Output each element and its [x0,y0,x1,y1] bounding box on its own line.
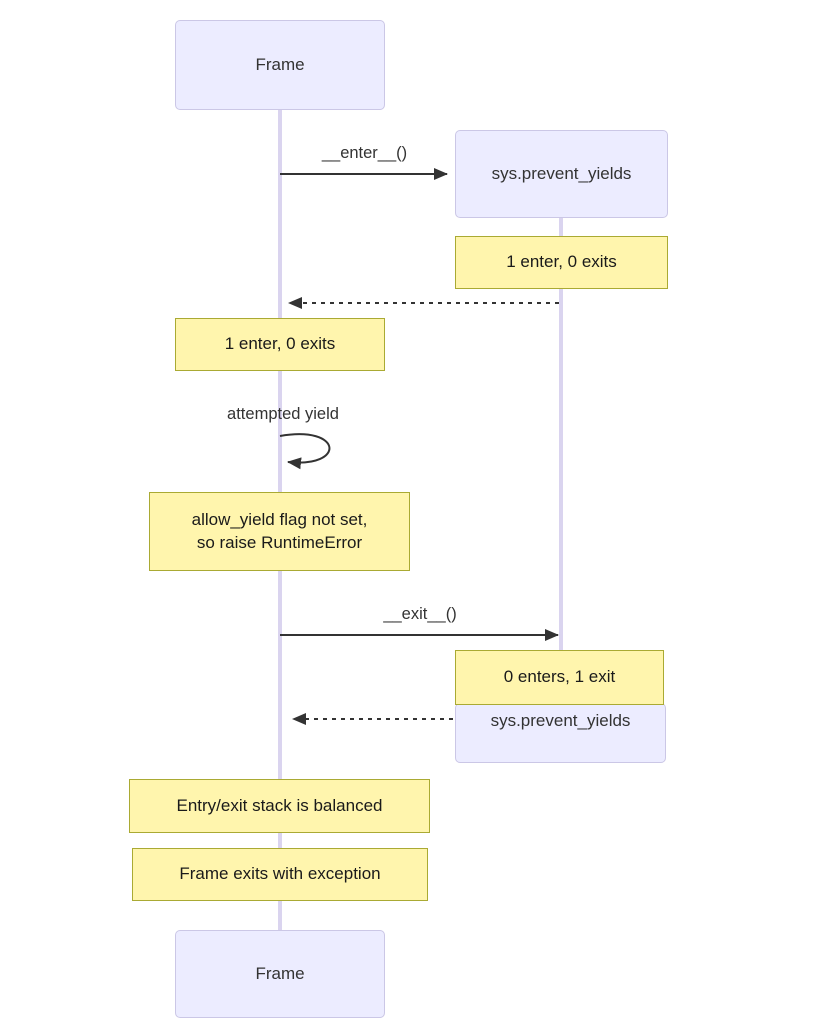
note-sys-enter: 1 enter, 0 exits [455,236,668,289]
actor-sys-top-label: sys.prevent_yields [491,164,632,183]
note-yield-error: allow_yield flag not set, so raise Runti… [149,492,410,571]
actor-sys-top: sys.prevent_yields [455,130,668,218]
actor-frame-top-label: Frame [255,55,305,74]
actor-sys-bottom: sys.prevent_yields [455,703,666,763]
actor-frame-bottom-label: Frame [255,964,305,983]
enter-message-label: __enter__() [321,144,408,162]
exit-message-label: __exit__() [383,605,457,623]
note-sys-exit: 0 enters, 1 exit [455,650,664,705]
note-frame-exception: Frame exits with exception [132,848,428,901]
note-balanced: Entry/exit stack is balanced [129,779,430,833]
self-loop-label: attempted yield [227,405,339,423]
actor-frame-top: Frame [175,20,385,110]
note-frame-enter: 1 enter, 0 exits [175,318,385,371]
actor-frame-bottom: Frame [175,930,385,1018]
actor-sys-bottom-label: sys.prevent_yields [490,711,631,730]
self-loop-arrow [279,433,331,470]
